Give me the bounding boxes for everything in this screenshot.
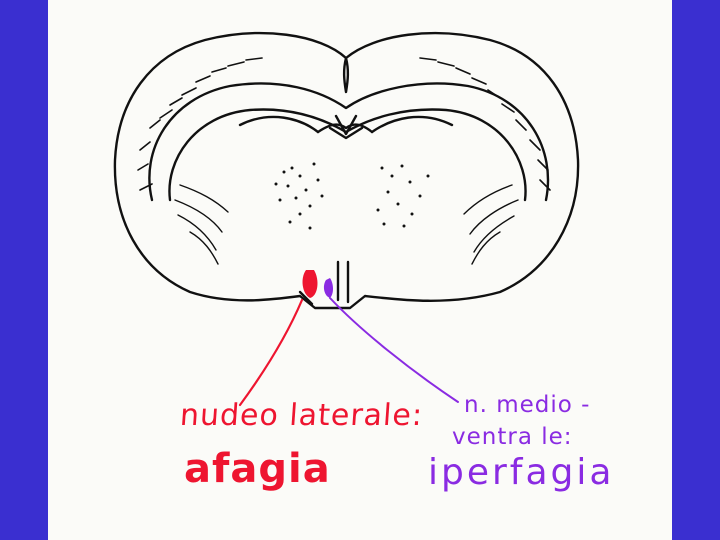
cortex-inner-line xyxy=(148,82,550,202)
ventromedial-effect-label: iperfagia xyxy=(428,452,615,493)
paper-sheet xyxy=(48,0,672,540)
ventromedial-nucleus-marker xyxy=(323,278,333,298)
ventromedial-pointer-line xyxy=(329,297,459,403)
corpus-callosum xyxy=(168,108,527,202)
fiber-strokes xyxy=(174,184,519,265)
cortex-hatching-right xyxy=(419,57,551,191)
lateral-nucleus-label: nudeo laterale: xyxy=(178,398,425,433)
third-ventricle xyxy=(336,260,350,304)
lateral-nucleus-marker xyxy=(302,270,318,298)
lateral-effect-label: afagia xyxy=(184,446,331,492)
cortex-hatching-left xyxy=(137,57,263,191)
ventromedial-nucleus-label-line1: n. medio - xyxy=(464,392,591,418)
brain-outline xyxy=(113,31,580,310)
ventromedial-nucleus-label-line2: ventra le: xyxy=(452,424,573,450)
stippled-nuclei xyxy=(274,162,430,230)
lateral-pointer-line xyxy=(238,298,304,407)
midline-fissure xyxy=(342,56,350,94)
ventricle xyxy=(328,114,364,140)
